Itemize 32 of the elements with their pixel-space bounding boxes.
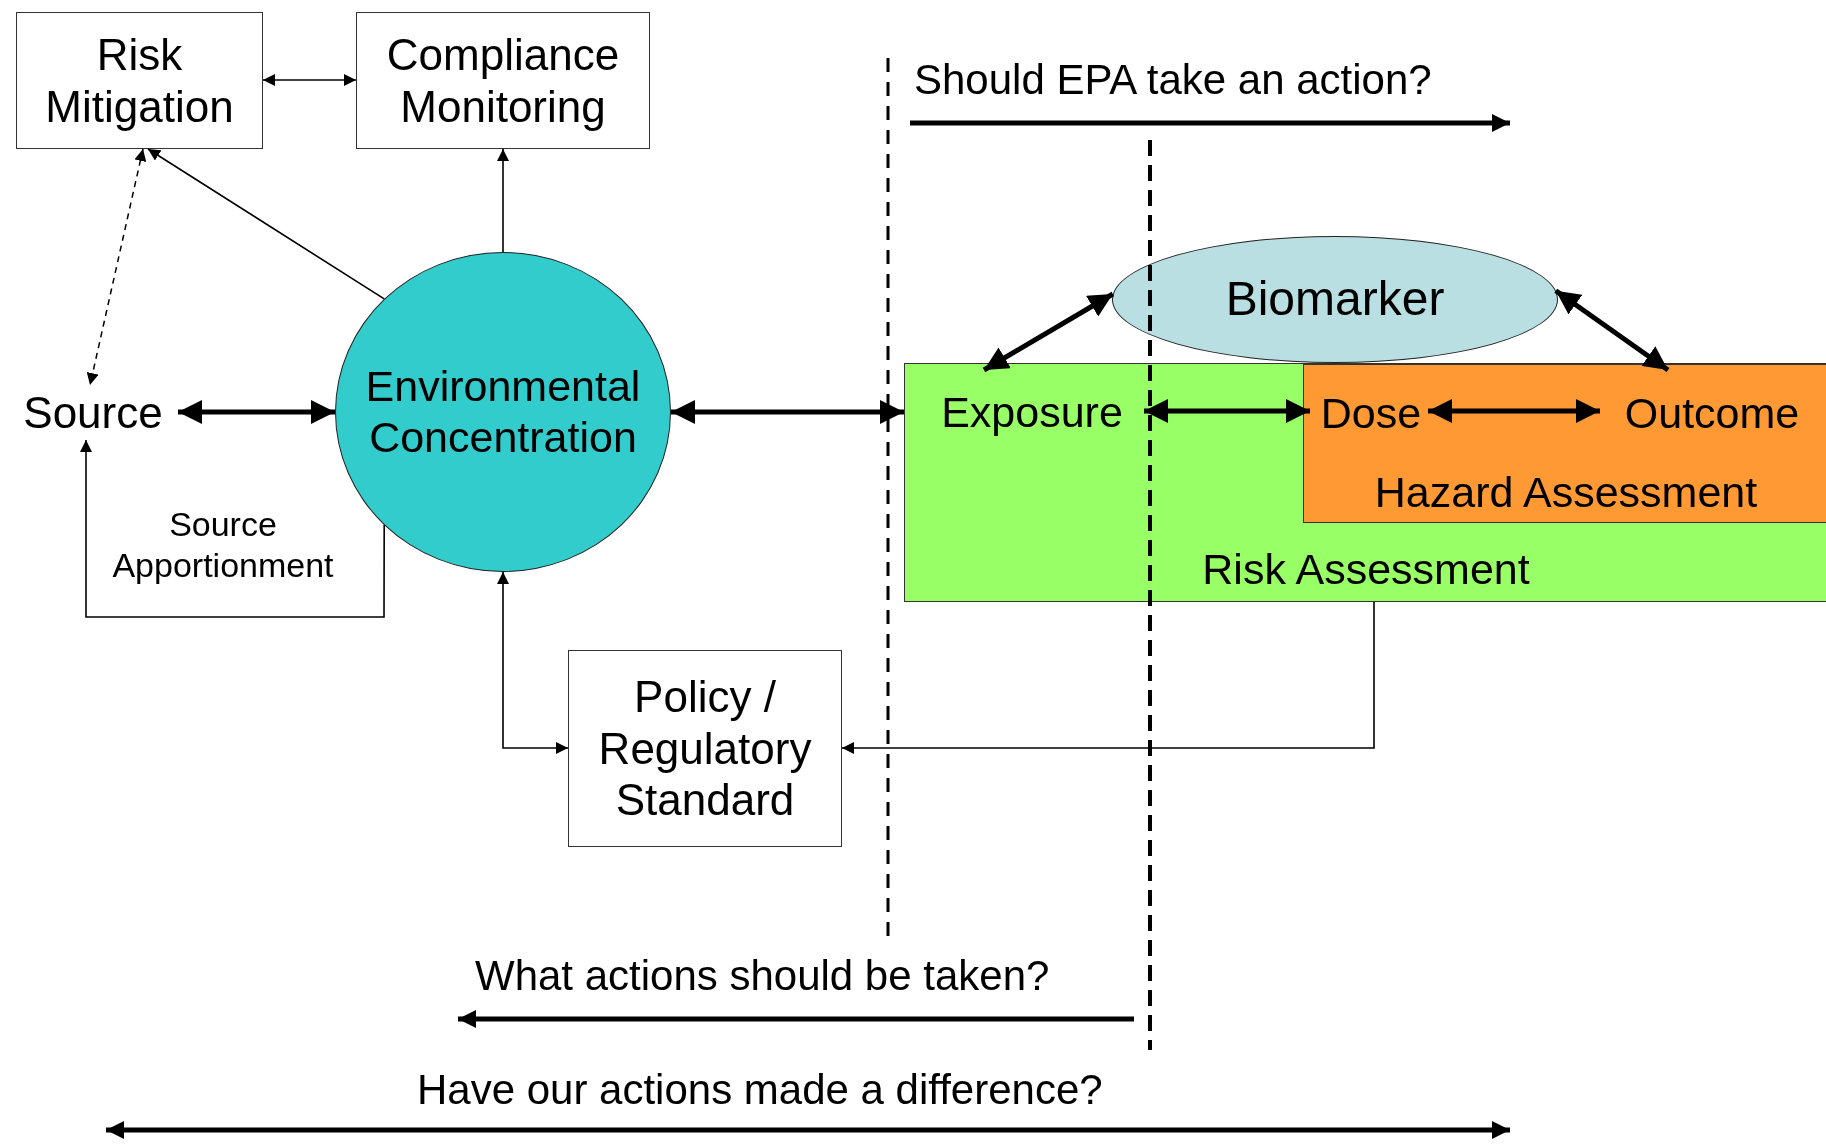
process-box	[16, 12, 263, 149]
arrow	[497, 571, 569, 754]
arrow	[262, 74, 357, 86]
arrow	[178, 400, 335, 424]
question-text: Have our actions made a difference?	[417, 1066, 1103, 1114]
arrow	[147, 148, 385, 300]
region-box	[1303, 364, 1826, 523]
node-label: Compliance Monitoring	[385, 28, 621, 133]
node-label: Source	[23, 386, 163, 439]
arrow	[1554, 288, 1670, 373]
node-label: Dose	[1320, 387, 1422, 439]
process-box	[356, 12, 650, 149]
node-label: Policy / Regulatory Standard	[597, 670, 813, 827]
node-label: Risk Mitigation	[44, 28, 235, 133]
arrow	[841, 601, 1375, 754]
node-label: Biomarker	[1225, 271, 1445, 328]
region-box	[904, 363, 1826, 602]
process-box	[568, 650, 842, 847]
arrow	[497, 148, 509, 253]
node-label: Hazard Assessment	[1374, 467, 1758, 518]
arrow	[982, 291, 1115, 373]
node-label: Outcome	[1624, 387, 1800, 439]
node-label: Risk Assessment	[1202, 544, 1530, 595]
arrow	[671, 400, 904, 424]
arrow	[1428, 399, 1600, 423]
arrow	[80, 439, 385, 618]
question-text: Should EPA take an action?	[914, 56, 1432, 104]
node-label: Environmental Concentration	[364, 361, 642, 463]
arrow	[86, 148, 147, 386]
question-text: What actions should be taken?	[475, 952, 1050, 1000]
node-label: Exposure	[941, 386, 1123, 438]
arrow	[1144, 399, 1310, 423]
